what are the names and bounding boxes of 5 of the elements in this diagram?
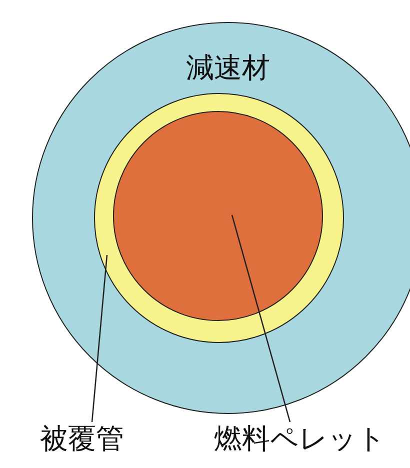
part-label: 燃料ペレット bbox=[214, 422, 386, 455]
leader-line bbox=[231, 214, 291, 422]
part-label: 被覆管 bbox=[40, 422, 124, 455]
leader-line bbox=[91, 254, 108, 422]
region-label: 減速材 bbox=[185, 53, 271, 84]
